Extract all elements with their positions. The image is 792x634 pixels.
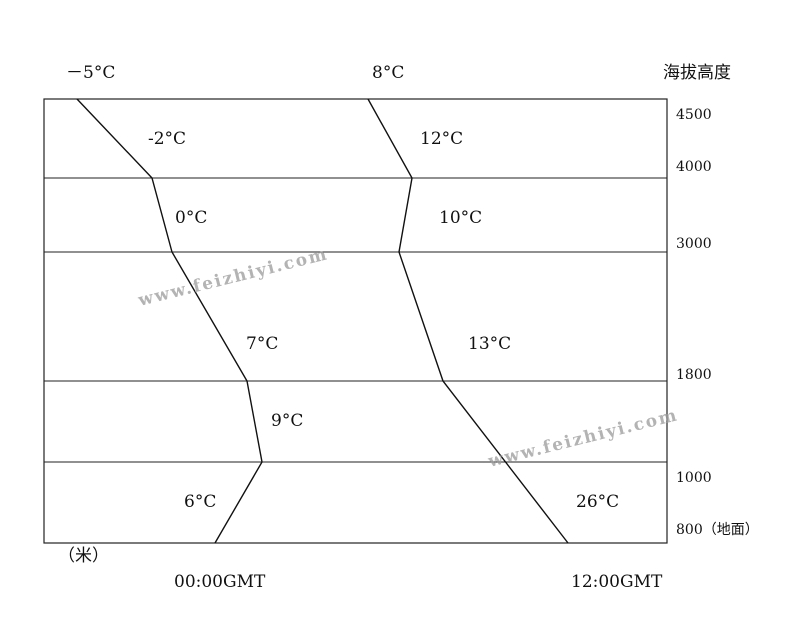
top-temp-right: 8°C [372, 63, 404, 83]
altitude-label-1000: 1000 [676, 470, 712, 486]
left-layer-temp-2: 0°C [175, 208, 207, 228]
unit-label: （米） [58, 546, 109, 566]
altitude-label-4000: 4000 [676, 159, 712, 175]
watermark-1: www.feizhiyi.com [135, 244, 330, 311]
left-layer-temp-3: 7°C [246, 334, 278, 354]
time-label-right: 12:00GMT [571, 572, 663, 592]
left-layer-temp-4: 9°C [271, 411, 303, 431]
left-layer-temp-1: -2°C [148, 129, 186, 149]
right-layer-temp-1: 12°C [420, 129, 463, 149]
altitude-label-4500: 4500 [676, 107, 712, 123]
altitude-label-1800: 1800 [676, 367, 712, 383]
right-layer-temp-5: 26°C [576, 492, 619, 512]
altitude-title: 海拔高度 [663, 63, 731, 83]
top-temp-left: －5°C [66, 63, 115, 83]
time-label-left: 00:00GMT [174, 572, 266, 592]
altitude-label-3000: 3000 [676, 236, 712, 252]
right-layer-temp-2: 10°C [439, 208, 482, 228]
left-layer-temp-5: 6°C [184, 492, 216, 512]
diagram-frame [43, 98, 668, 544]
right-layer-temp-3: 13°C [468, 334, 511, 354]
altitude-label-800-ground: 800（地面） [676, 522, 759, 538]
profile-line-0000gmt [76, 98, 263, 544]
profile-line-1200gmt [367, 98, 569, 544]
